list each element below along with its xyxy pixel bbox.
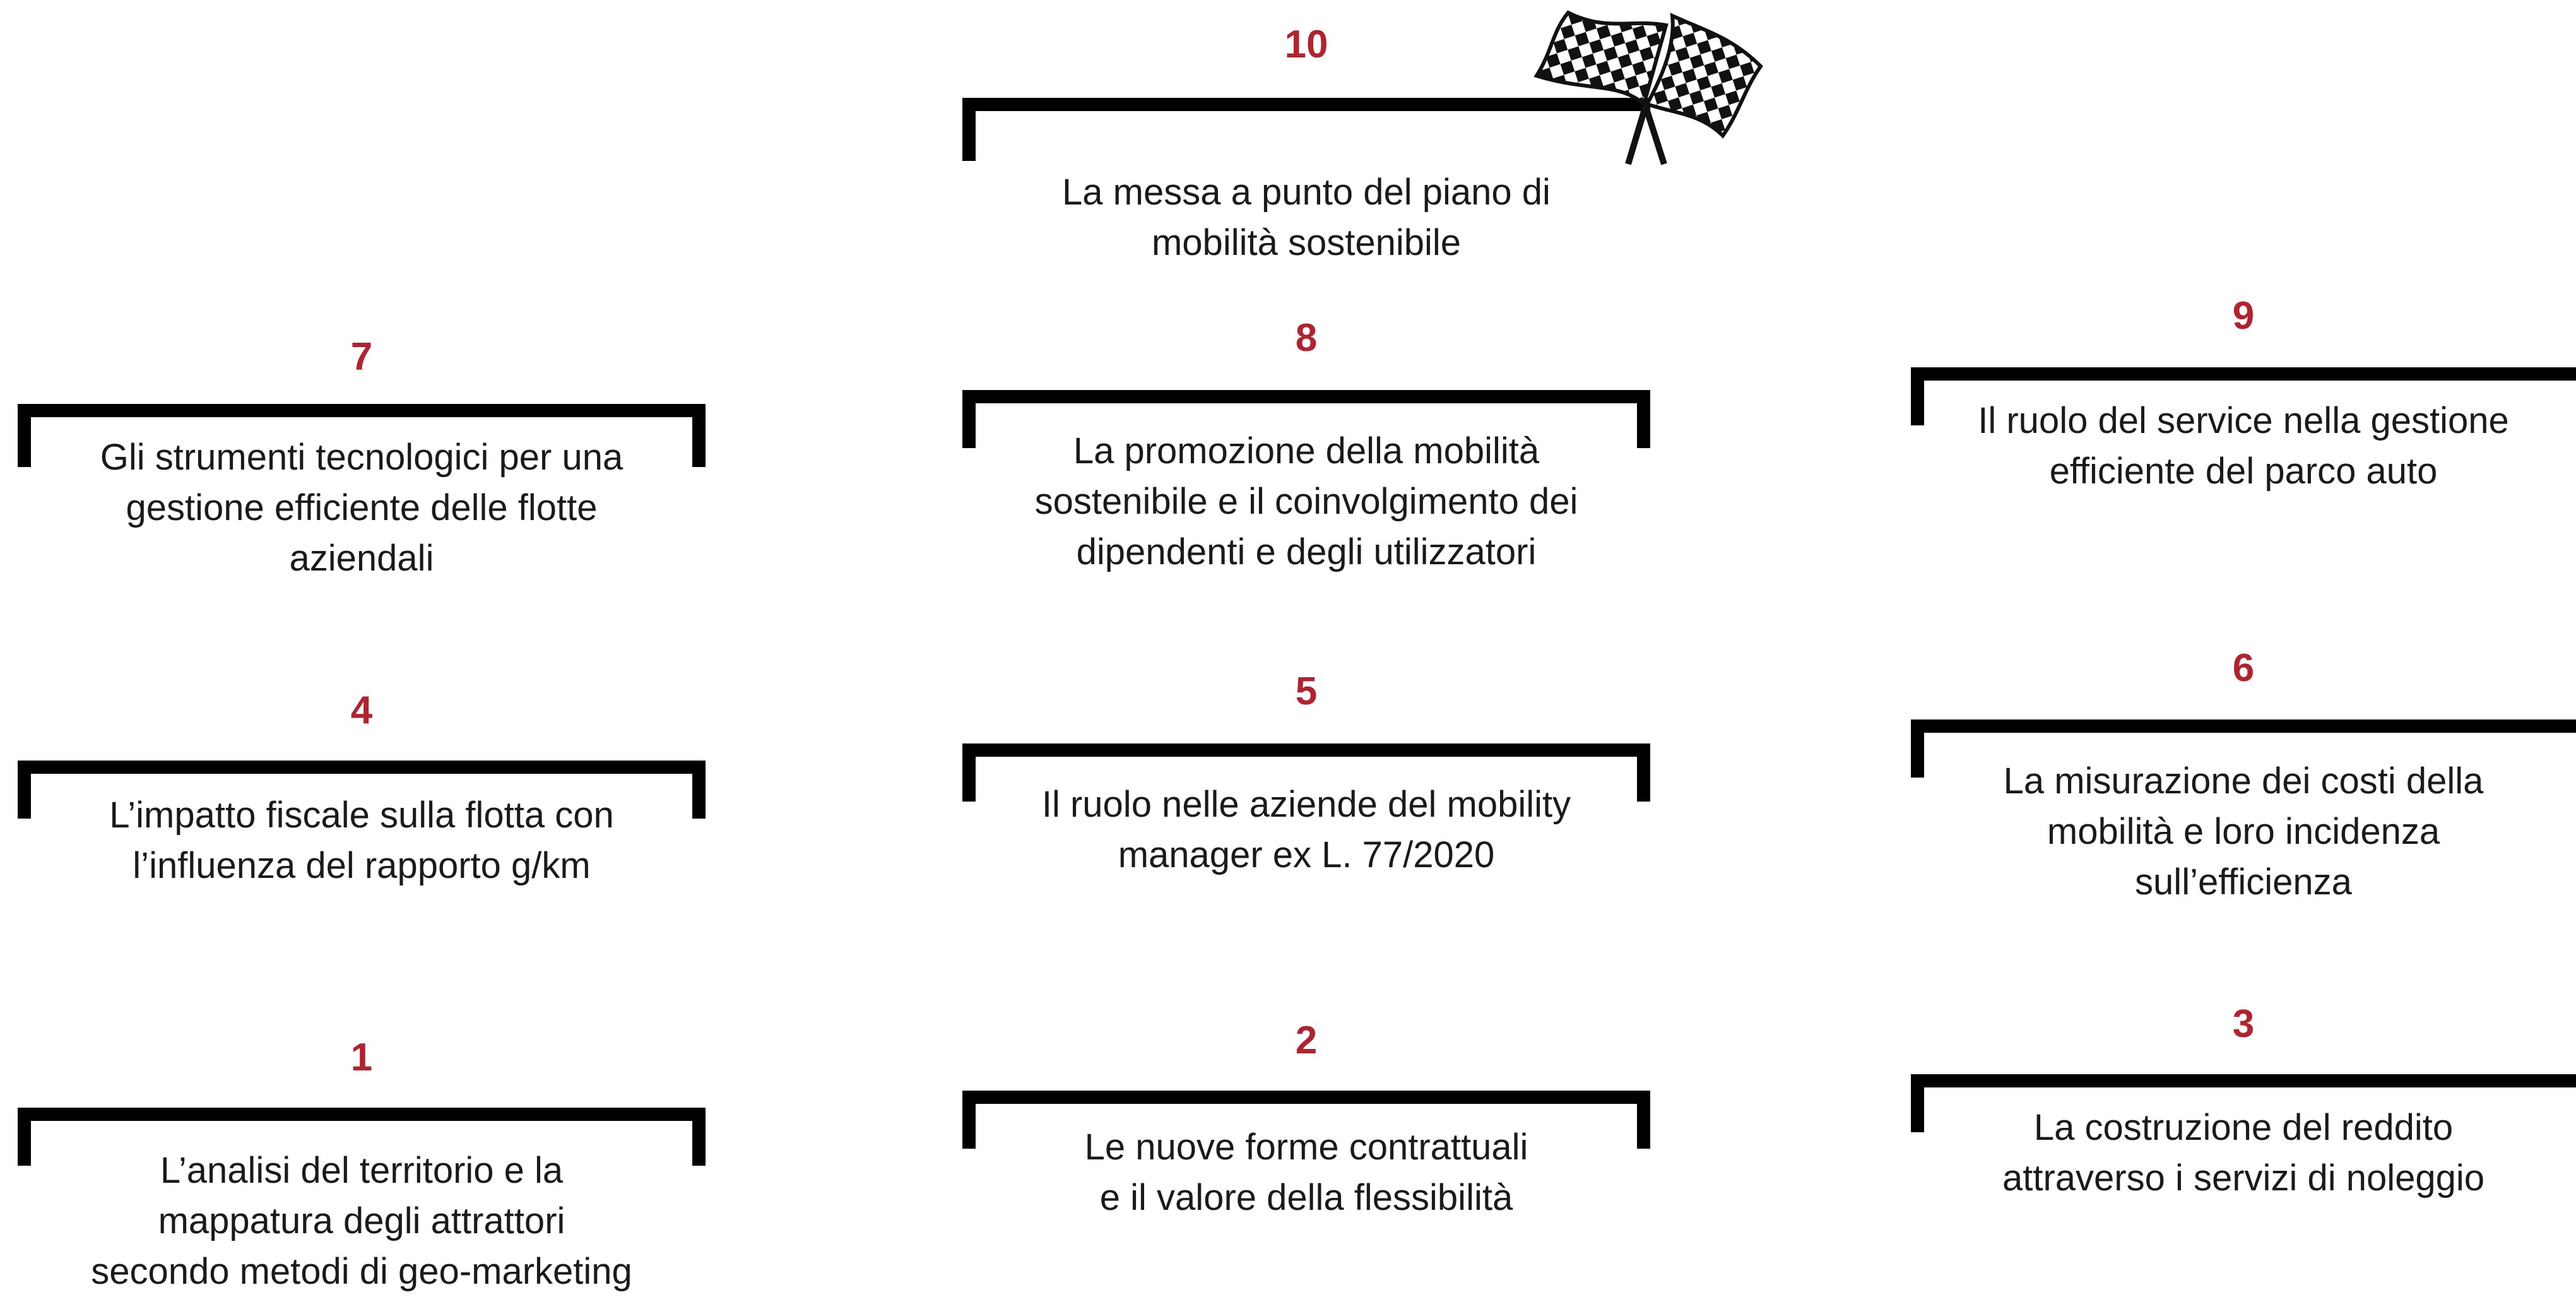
step-number: 2 [1295,1019,1318,1062]
step-number: 3 [2232,1002,2255,1046]
step-8: 8 La promozione della mobilità sostenibi… [962,319,1650,584]
step-7: 7 Gli strumenti tecnologici per una gest… [18,338,706,590]
step-bracket [18,761,706,819]
step-text: La misurazione dei costi della mobilità … [2003,761,2484,903]
step-text: L’impatto fiscale sulla flotta con l’inf… [109,795,614,886]
step-bracket [962,1091,1650,1149]
step-number: 8 [1295,316,1318,360]
step-bracket [1911,720,2576,778]
step-number: 5 [1295,670,1318,713]
step-number: 4 [350,689,373,732]
step-bracket [18,1108,706,1166]
step-bracket [962,98,1650,161]
step-text: L’analisi del territorio e la mappatura … [91,1150,632,1292]
step-bracket [962,743,1650,802]
step-number: 1 [350,1036,373,1079]
step-number: 10 [1284,23,1328,66]
step-3: 3 La costruzione del reddito attraverso … [1911,1005,2576,1219]
step-number: 7 [350,335,373,379]
step-bracket [962,390,1650,448]
step-number: 6 [2232,646,2255,690]
step-text: Il ruolo del service nella gestione effi… [1978,400,2509,492]
step-text: Le nuove forme contrattuali e il valore … [1084,1127,1528,1218]
step-bracket [18,404,706,467]
step-bracket [1911,367,2576,425]
step-text: La messa a punto del piano di mobilità s… [1062,172,1551,263]
step-5: 5 Il ruolo nelle aziende del mobility ma… [962,672,1650,887]
step-text: La costruzione del reddito attraverso i … [2002,1107,2485,1199]
step-9: 9 Il ruolo del service nella gestione ef… [1911,297,2576,499]
step-10: 10 La messa a punto del piano di mobilit… [962,23,1650,263]
step-6: 6 La misurazione dei costi della mobilit… [1911,649,2576,914]
step-4: 4 L’impatto fiscale sulla flotta con l’i… [18,691,706,906]
checkered-flags-icon [1533,10,1763,165]
step-bracket [1911,1074,2576,1132]
step-2: 2 Le nuove forme contrattuali e il valor… [962,1021,1650,1236]
step-1: 1 L’analisi del territorio e la mappatur… [18,1036,706,1292]
step-text: Gli strumenti tecnologici per una gestio… [100,437,623,579]
step-number: 9 [2232,294,2255,338]
step-text: Il ruolo nelle aziende del mobility mana… [1041,784,1571,875]
step-text: La promozione della mobilità sostenibile… [1034,430,1578,572]
